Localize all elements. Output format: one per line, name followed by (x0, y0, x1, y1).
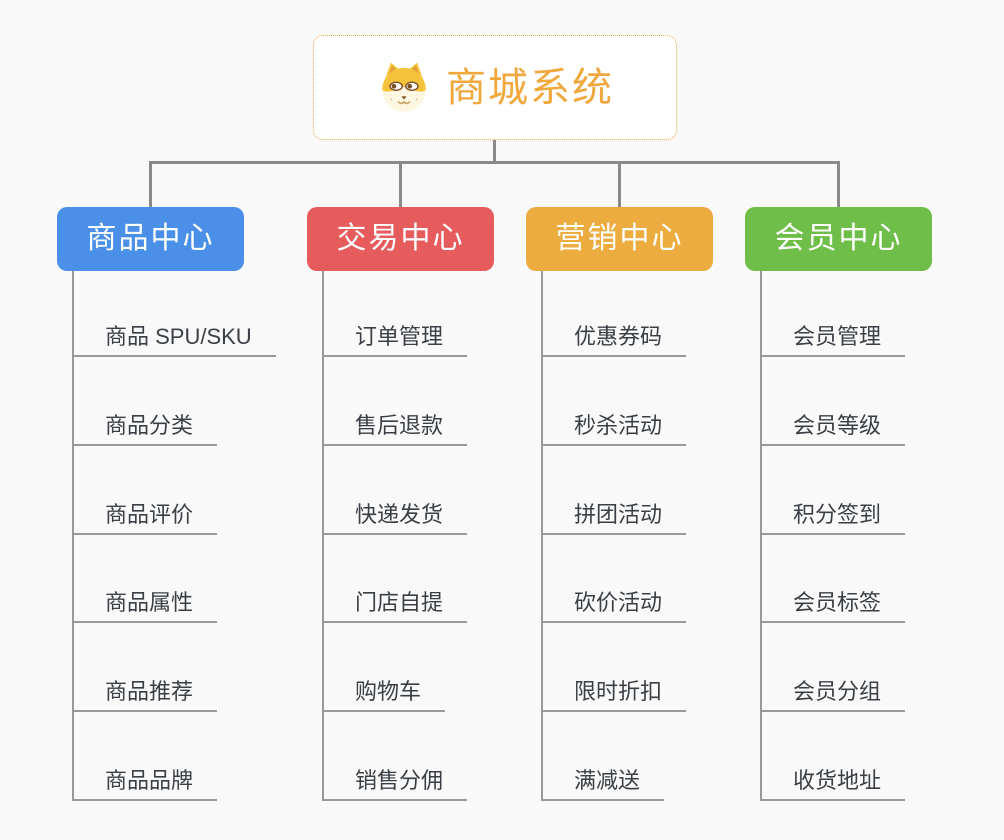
leaf-label: 销售分佣 (355, 768, 444, 793)
leaf-label: 积分签到 (793, 502, 882, 527)
branch-drop-line (837, 161, 840, 207)
leaf-item[interactable]: 购物车 (322, 676, 446, 712)
leaf-label: 拼团活动 (574, 502, 663, 527)
branch-box[interactable]: 交易中心 (307, 207, 494, 271)
root-node[interactable]: 商城系统 (313, 35, 677, 140)
branch-drop-line (149, 161, 152, 207)
branch-spine-line (72, 271, 74, 801)
leaf-label: 限时折扣 (574, 679, 663, 704)
branch-box[interactable]: 会员中心 (745, 207, 932, 271)
leaf-item[interactable]: 砍价活动 (541, 587, 687, 623)
branch-spine-line (760, 271, 762, 801)
leaf-label: 门店自提 (355, 590, 444, 615)
leaf-item[interactable]: 满减送 (541, 765, 665, 801)
leaf-label: 快递发货 (355, 502, 444, 527)
leaf-item[interactable]: 销售分佣 (322, 765, 468, 801)
leaf-label: 订单管理 (355, 324, 444, 349)
leaf-item[interactable]: 会员管理 (760, 321, 906, 357)
leaf-label: 商品评价 (105, 502, 194, 527)
root-title: 商城系统 (446, 65, 614, 110)
leaf-item[interactable]: 快递发货 (322, 499, 468, 535)
branch-box[interactable]: 营销中心 (526, 207, 713, 271)
root-stem-line (493, 140, 496, 164)
leaf-label: 满减送 (574, 768, 641, 793)
leaf-label: 商品属性 (105, 590, 194, 615)
leaf-label: 购物车 (355, 679, 422, 704)
dog-icon (382, 62, 426, 112)
branch-spine-line (322, 271, 324, 801)
leaf-item[interactable]: 订单管理 (322, 321, 468, 357)
leaf-item[interactable]: 优惠券码 (541, 321, 687, 357)
leaf-label: 会员分组 (793, 679, 882, 704)
leaf-item[interactable]: 商品分类 (72, 410, 218, 446)
branch-label: 商品中心 (86, 222, 215, 255)
branch-label: 营销中心 (555, 222, 684, 255)
leaf-item[interactable]: 售后退款 (322, 410, 468, 446)
leaf-label: 秒杀活动 (574, 413, 663, 438)
leaf-label: 会员等级 (793, 413, 882, 438)
leaf-item[interactable]: 会员分组 (760, 676, 906, 712)
branch-spine-line (541, 271, 543, 801)
leaf-item[interactable]: 会员标签 (760, 587, 906, 623)
leaf-item[interactable]: 商品属性 (72, 587, 218, 623)
leaf-label: 优惠券码 (574, 324, 663, 349)
branch-label: 交易中心 (336, 222, 465, 255)
leaf-item[interactable]: 商品评价 (72, 499, 218, 535)
leaf-label: 砍价活动 (574, 590, 663, 615)
leaf-label: 售后退款 (355, 413, 444, 438)
leaf-label: 商品 SPU/SKU (105, 324, 252, 349)
leaf-label: 会员标签 (793, 590, 882, 615)
leaf-item[interactable]: 商品品牌 (72, 765, 218, 801)
leaf-label: 收货地址 (793, 768, 882, 793)
leaf-item[interactable]: 积分签到 (760, 499, 906, 535)
branch-drop-line (399, 161, 402, 207)
leaf-item[interactable]: 商品推荐 (72, 676, 218, 712)
leaf-label: 商品品牌 (105, 768, 194, 793)
branch-box[interactable]: 商品中心 (57, 207, 244, 271)
leaf-item[interactable]: 拼团活动 (541, 499, 687, 535)
branch-label: 会员中心 (774, 222, 903, 255)
branch-rail-line (149, 161, 840, 164)
leaf-item[interactable]: 门店自提 (322, 587, 468, 623)
leaf-label: 商品推荐 (105, 679, 194, 704)
leaf-item[interactable]: 限时折扣 (541, 676, 687, 712)
leaf-item[interactable]: 收货地址 (760, 765, 906, 801)
leaf-item[interactable]: 商品 SPU/SKU (72, 321, 276, 357)
leaf-item[interactable]: 会员等级 (760, 410, 906, 446)
leaf-item[interactable]: 秒杀活动 (541, 410, 687, 446)
leaf-label: 商品分类 (105, 413, 194, 438)
branch-drop-line (618, 161, 621, 207)
leaf-label: 会员管理 (793, 324, 882, 349)
